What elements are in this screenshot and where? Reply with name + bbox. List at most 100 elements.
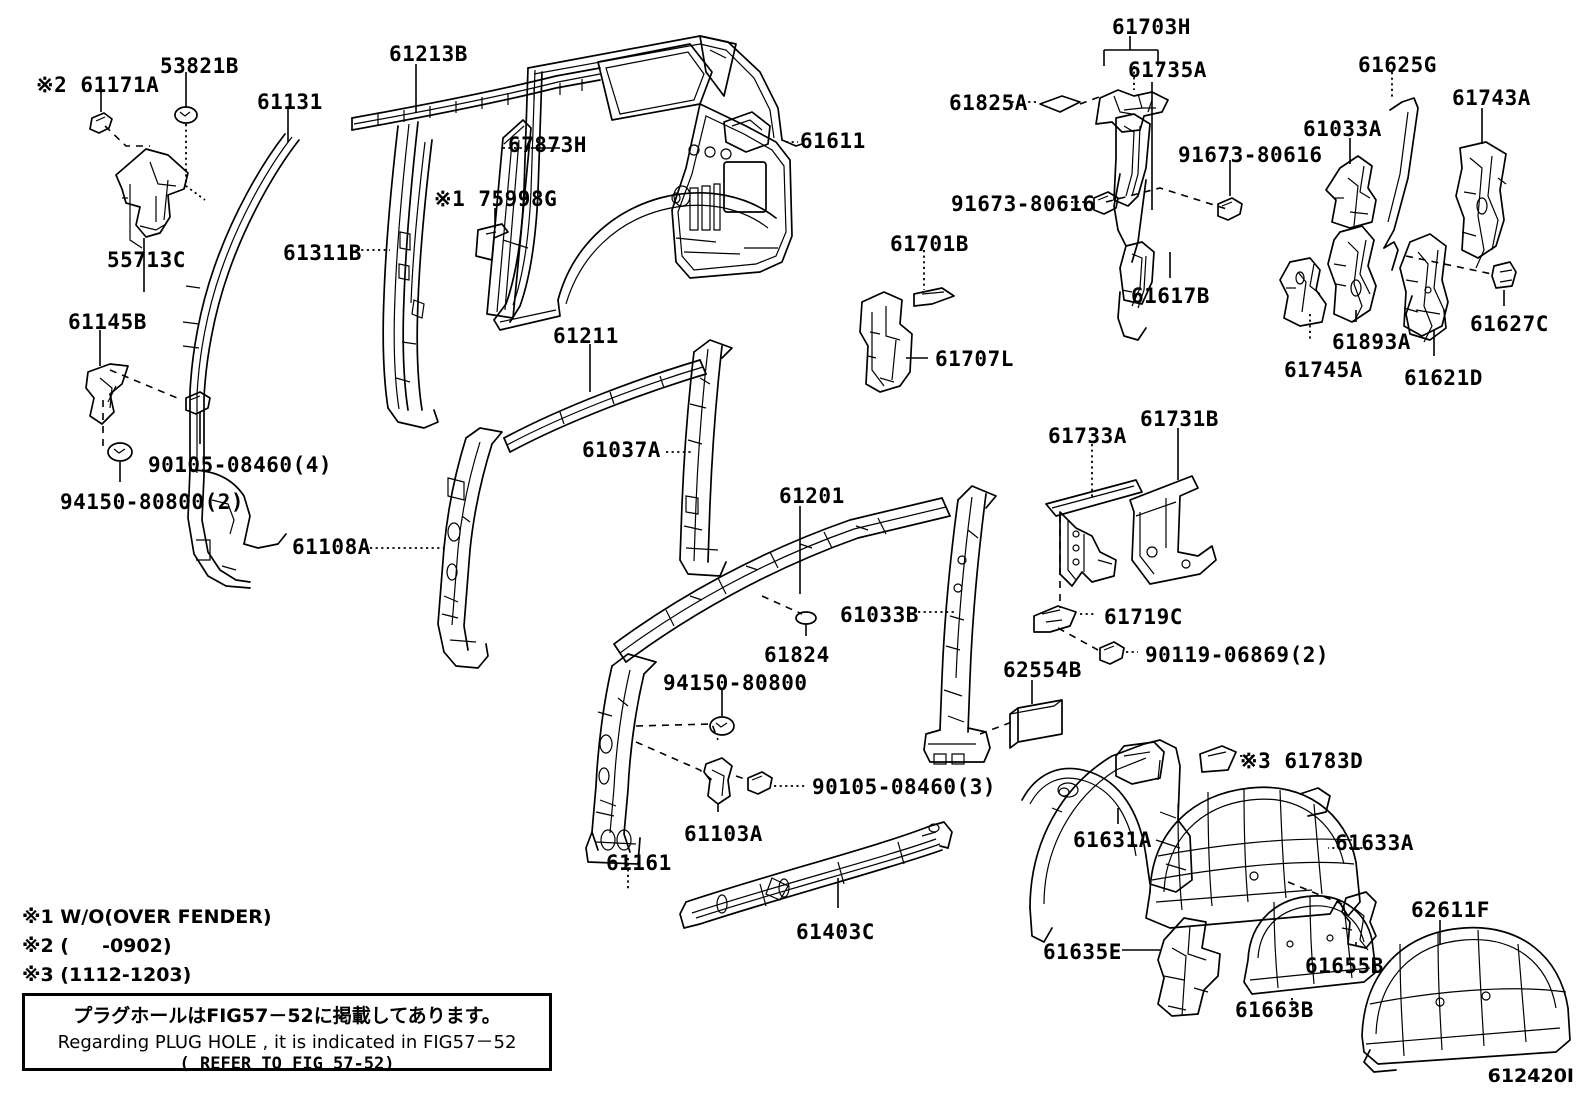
part-61103a-bracket xyxy=(703,757,733,805)
part-label: 61663B xyxy=(1235,998,1314,1022)
part-61171a-clip xyxy=(89,112,113,134)
part-61824-plug xyxy=(795,611,817,625)
part-label: 61211 xyxy=(553,324,619,348)
dash-61824 xyxy=(761,595,803,615)
figure-id: 612420I xyxy=(1487,1065,1574,1087)
part-61663b-liner xyxy=(1243,895,1377,995)
dash-61161-nut xyxy=(635,723,719,741)
part-61627c-clip xyxy=(1491,261,1517,289)
part-label: 67873H xyxy=(508,133,587,157)
part-75998g-clip xyxy=(475,223,509,261)
part-90119-06869-bolt xyxy=(1099,641,1125,665)
part-61033b-pillar xyxy=(923,485,997,765)
part-61145b-bracket xyxy=(85,363,129,425)
part-label: 61631A xyxy=(1073,828,1152,852)
part-label: 90119-06869(2) xyxy=(1145,643,1330,667)
part-55713c-bracket xyxy=(115,148,189,249)
part-label: 61745A xyxy=(1284,358,1363,382)
part-label: 61703H xyxy=(1112,15,1191,39)
dash-61825a xyxy=(1079,95,1103,105)
part-label: 61635E xyxy=(1043,940,1122,964)
part-61211-rail xyxy=(503,359,707,453)
footnote-3: ※3 (1112-1203) xyxy=(22,963,192,986)
part-label: 61145B xyxy=(68,310,147,334)
part-label: 61633A xyxy=(1335,831,1414,855)
part-label: ※2 61171A xyxy=(36,73,160,97)
part-61213b-rail xyxy=(351,67,601,131)
part-61625g-reinf xyxy=(1383,97,1419,271)
part-61033a-bracket xyxy=(1325,155,1377,229)
part-label: 61311B xyxy=(283,241,362,265)
dash-61655b xyxy=(1287,881,1343,905)
part-label: 62611F xyxy=(1411,898,1490,922)
part-61743a-bracket xyxy=(1455,141,1507,269)
dash-61627c xyxy=(1405,255,1493,275)
part-label: 61733A xyxy=(1048,424,1127,448)
part-61631a-housing xyxy=(1021,739,1193,943)
part-label: 61627C xyxy=(1470,312,1549,336)
part-61311b-pillar xyxy=(382,121,439,429)
part-label: 91673-80616 xyxy=(1178,143,1323,167)
part-90105-08460-bolt-b xyxy=(747,771,773,795)
part-label: 61611 xyxy=(800,129,866,153)
part-label: 61825A xyxy=(949,91,1028,115)
part-53821b-nut xyxy=(174,106,198,124)
part-label: ※1 75998G xyxy=(434,187,558,211)
plug-hole-note-box: プラグホールはFIG57－52に掲載してあります。 Regarding PLUG… xyxy=(22,993,552,1074)
part-61731b-reinf xyxy=(1129,475,1217,585)
part-label: 61735A xyxy=(1128,58,1207,82)
part-94150-80800-nut-b xyxy=(709,716,735,736)
dash-90105-b xyxy=(735,775,749,781)
part-label: 61103A xyxy=(684,822,763,846)
part-label: 61033B xyxy=(840,603,919,627)
part-label: 91673-80616 xyxy=(951,192,1096,216)
part-61621d-bracket xyxy=(1399,233,1449,343)
part-label: 61743A xyxy=(1452,86,1531,110)
part-label: 61707L xyxy=(935,347,1014,371)
part-61783d-clip xyxy=(1199,745,1237,773)
plug-hole-note-english: Regarding PLUG HOLE , it is indicated in… xyxy=(57,1032,517,1053)
part-61719c-bracket xyxy=(1033,605,1077,633)
part-94150-80800-nut-a xyxy=(107,442,133,462)
part-62554b-block xyxy=(1009,699,1063,749)
part-61108a-pillar xyxy=(437,427,503,669)
dash-61171a xyxy=(104,125,150,147)
part-61161-pillar xyxy=(585,653,657,865)
part-61707l-bracket xyxy=(859,291,913,393)
part-61633a-liner xyxy=(1145,786,1361,929)
part-61617b-reinf xyxy=(1113,113,1155,341)
part-label: 61108A xyxy=(292,535,371,559)
part-90105-08460-bolt-a xyxy=(185,391,211,415)
part-label: 61033A xyxy=(1303,117,1382,141)
part-label: 61131 xyxy=(257,90,323,114)
part-61735a-reinf xyxy=(1095,89,1169,133)
part-label: 61625G xyxy=(1358,53,1437,77)
part-61635e-bracket xyxy=(1157,917,1221,1017)
part-label: 94150-80800(2) xyxy=(60,490,245,514)
dash-91673-pair xyxy=(1105,187,1231,211)
part-label: 61403C xyxy=(796,920,875,944)
part-label: 61617B xyxy=(1131,284,1210,308)
dash-53821b xyxy=(185,124,206,201)
part-62611f-liner xyxy=(1361,926,1571,1073)
part-label: 61201 xyxy=(779,484,845,508)
part-label: 61824 xyxy=(764,643,830,667)
part-label: 61701B xyxy=(890,232,969,256)
part-61745a-bracket xyxy=(1279,257,1327,327)
plug-hole-note-japanese: プラグホールはFIG57－52に掲載してあります。 xyxy=(73,1005,501,1027)
part-label: 90105-08460(3) xyxy=(812,775,997,799)
dash-61103a xyxy=(635,741,713,781)
dash-61719c-bolt xyxy=(1057,627,1099,651)
plug-hole-note-reference: ( REFER TO FIG 57-52) xyxy=(179,1054,395,1074)
footnotes-block: ※1 W/O(OVER FENDER) ※2 ( -0902) ※3 (1112… xyxy=(22,903,272,990)
part-label: 61621D xyxy=(1404,366,1483,390)
part-61733a-reinf xyxy=(1045,479,1143,587)
part-61403c-rocker xyxy=(679,821,953,929)
part-61201-rail xyxy=(613,497,951,663)
footnote-2: ※2 ( -0902) xyxy=(22,934,172,957)
part-label: 61213B xyxy=(389,42,468,66)
part-label: ※3 61783D xyxy=(1240,749,1364,773)
part-label: 61161 xyxy=(606,851,672,875)
